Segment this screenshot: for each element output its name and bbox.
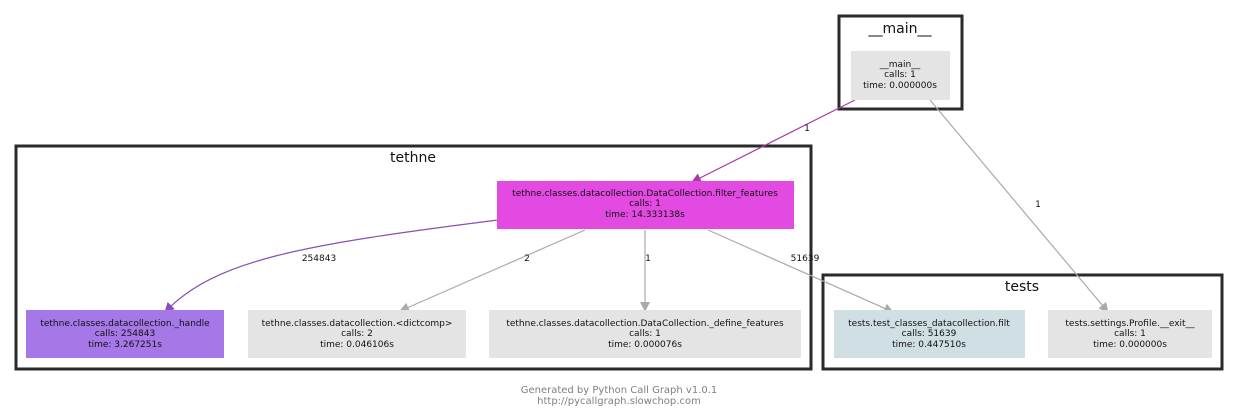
edge-filter-to-test: 51639	[707, 229, 894, 313]
node-main-name: __main__	[879, 60, 921, 70]
node-define-features-calls: calls: 1	[629, 329, 661, 339]
node-test-filt-calls: calls: 51639	[902, 329, 957, 339]
edge-filter-to-handle: 254843	[164, 219, 499, 313]
node-filter-features[interactable]: tethne.classes.datacollection.DataCollec…	[497, 181, 794, 229]
node-main[interactable]: __main__ calls: 1 time: 0.000000s	[851, 51, 950, 100]
node-test-filt[interactable]: tests.test_classes_datacollection.filt c…	[834, 310, 1025, 358]
cluster-tests-title: tests	[1005, 279, 1039, 295]
edge-label-filter-to-handle: 254843	[302, 254, 336, 264]
node-profile-exit-time: time: 0.000000s	[1093, 340, 1167, 350]
node-main-time: time: 0.000000s	[863, 81, 937, 91]
node-handle-box	[26, 310, 224, 358]
node-filter-features-name: tethne.classes.datacollection.DataCollec…	[512, 189, 778, 199]
edge-filter-to-dictcomp: 2	[399, 229, 586, 312]
node-define-features-name: tethne.classes.datacollection.DataCollec…	[506, 319, 784, 329]
node-handle-time: time: 3.267251s	[88, 340, 162, 350]
node-define-features-time: time: 0.000076s	[608, 340, 682, 350]
node-main-calls: calls: 1	[884, 70, 916, 80]
node-test-filt-box	[834, 310, 1025, 358]
node-dictcomp-box	[248, 310, 466, 358]
edge-label-filter-to-define: 1	[645, 254, 651, 264]
edge-filter-to-define: 1	[640, 230, 651, 312]
node-handle-name: tethne.classes.datacollection._handle	[40, 319, 210, 329]
node-main-box	[851, 51, 950, 100]
node-filter-features-calls: calls: 1	[629, 199, 661, 209]
cluster-main-title: __main__	[868, 21, 933, 37]
node-filter-features-time: time: 14.333138s	[605, 210, 685, 220]
node-filter-features-box	[497, 181, 794, 229]
cluster-main: __main__	[837, 14, 964, 111]
edge-main-to-filter: 1	[691, 99, 856, 183]
cluster-tethne: tethne	[14, 144, 813, 371]
edge-label-filter-to-test: 51639	[791, 254, 820, 264]
cluster-tethne-title: tethne	[390, 150, 436, 166]
node-dictcomp-calls: calls: 2	[341, 329, 373, 339]
node-dictcomp[interactable]: tethne.classes.datacollection.<dictcomp>…	[248, 310, 466, 358]
node-handle[interactable]: tethne.classes.datacollection._handle ca…	[26, 310, 224, 358]
footer-generated-by: Generated by Python Call Graph v1.0.1	[521, 385, 718, 396]
cluster-tests: tests	[821, 273, 1224, 371]
edge-main-to-exit: 1	[929, 99, 1109, 313]
node-test-filt-name: tests.test_classes_datacollection.filt	[848, 319, 1010, 329]
node-dictcomp-name: tethne.classes.datacollection.<dictcomp>	[262, 319, 453, 329]
node-test-filt-time: time: 0.447510s	[892, 340, 966, 350]
edge-label-main-to-filter: 1	[804, 124, 810, 134]
node-profile-exit-calls: calls: 1	[1114, 329, 1146, 339]
edge-label-main-to-exit: 1	[1035, 200, 1041, 210]
node-dictcomp-time: time: 0.046106s	[320, 340, 394, 350]
footer-url: http://pycallgraph.slowchop.com	[537, 396, 701, 407]
node-profile-exit-name: tests.settings.Profile.__exit__	[1065, 319, 1195, 329]
node-profile-exit-box	[1048, 310, 1212, 358]
node-define-features-box	[489, 310, 801, 358]
node-profile-exit[interactable]: tests.settings.Profile.__exit__ calls: 1…	[1048, 310, 1212, 358]
node-define-features[interactable]: tethne.classes.datacollection.DataCollec…	[489, 310, 801, 358]
edge-label-filter-to-dictcomp: 2	[524, 254, 530, 264]
node-handle-calls: calls: 254843	[95, 329, 155, 339]
